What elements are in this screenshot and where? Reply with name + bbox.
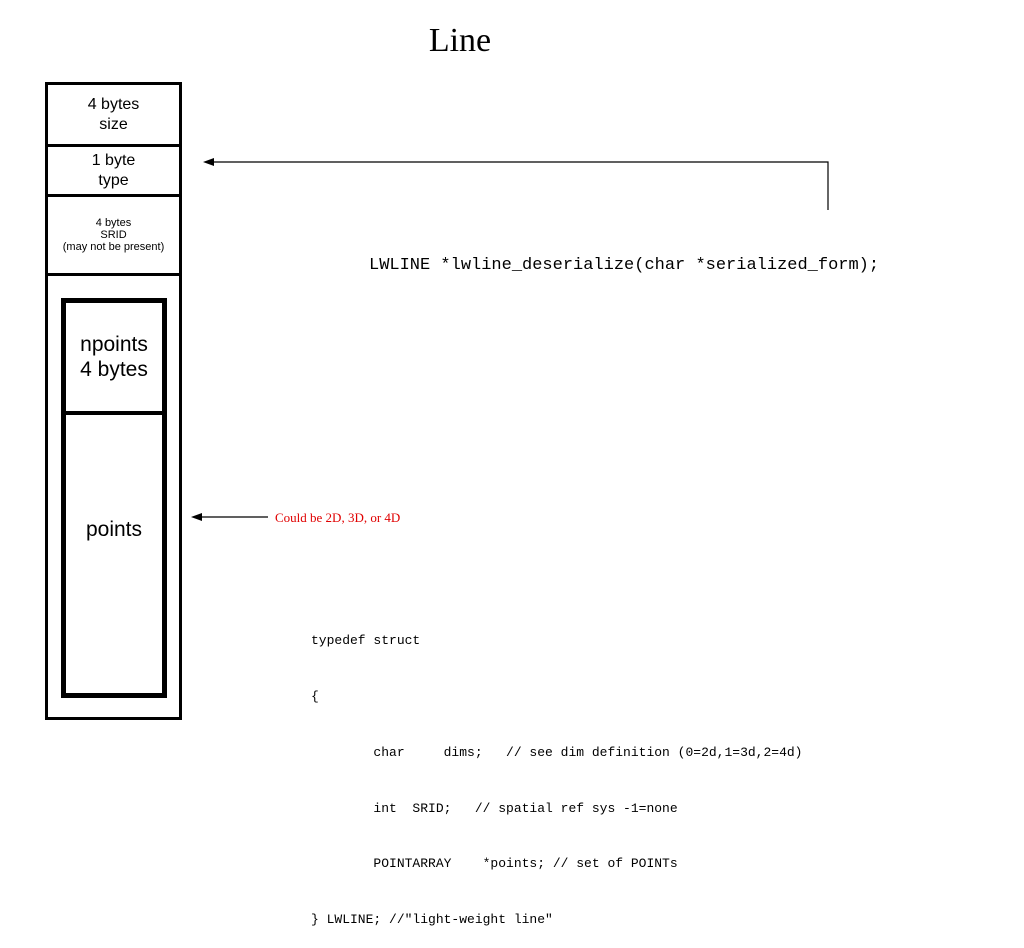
code-line: POINTARRAY *points; // set of POINTs <box>311 856 678 872</box>
points-dimension-note: Could be 2D, 3D, or 4D <box>275 510 401 525</box>
type-block-bytes: 1 byte <box>91 151 136 169</box>
type-arrowhead <box>203 158 214 166</box>
points-block-label: points <box>85 518 143 541</box>
code-line: char dims; // see dim definition (0=2d,1… <box>311 744 803 760</box>
code-line: { <box>311 688 319 704</box>
npoints-block-bytes: 4 bytes <box>80 358 148 381</box>
lwline-struct-code: typedef struct { char dims; // see dim d… <box>311 595 802 948</box>
type-connector-line <box>214 161 829 210</box>
deserialize-function-signature: LWLINE *lwline_deserialize(char *seriali… <box>369 256 880 275</box>
size-block-bytes: 4 bytes <box>87 95 140 113</box>
diagram-title: Line <box>428 22 492 59</box>
size-block: 4 bytes size <box>48 85 179 147</box>
npoints-block-label: npoints <box>80 333 148 356</box>
type-block-label: type <box>98 171 129 189</box>
srid-block-bytes: 4 bytes <box>95 217 132 229</box>
point-array-block: npoints 4 bytes points <box>61 298 167 698</box>
serialized-line-layout: 4 bytes size 1 byte type 4 bytes SRID (m… <box>45 82 182 720</box>
type-block: 1 byte type <box>48 147 179 197</box>
srid-block-note: (may not be present) <box>62 241 165 253</box>
size-block-label: size <box>99 115 128 133</box>
srid-block-label: SRID <box>100 229 127 241</box>
srid-block: 4 bytes SRID (may not be present) <box>48 197 179 276</box>
points-block: points <box>66 415 162 645</box>
code-line: int SRID; // spatial ref sys -1=none <box>311 800 678 816</box>
connector-arrows <box>191 158 829 521</box>
npoints-block: npoints 4 bytes <box>66 303 162 415</box>
code-line: typedef struct <box>311 633 421 649</box>
points-arrowhead <box>191 513 202 521</box>
code-line: } LWLINE; //"light-weight line" <box>311 912 553 928</box>
